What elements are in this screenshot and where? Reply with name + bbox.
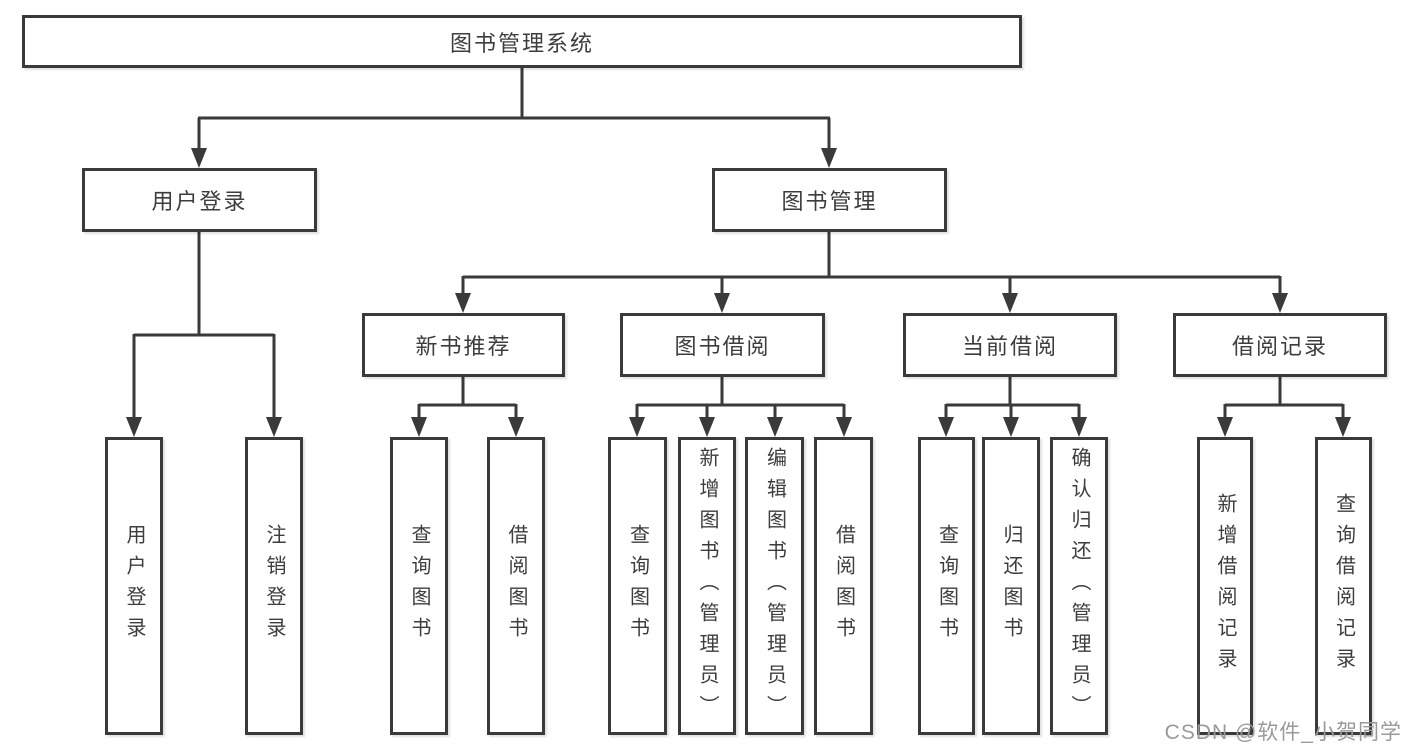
leaf-edit-books-admin: 编辑图书（管理员） <box>745 437 804 735</box>
leaf-add-books-admin: 新增图书（管理员） <box>678 437 736 735</box>
leaf-logout-label: 注销登录 <box>263 524 285 648</box>
node-root: 图书管理系统 <box>22 15 1022 68</box>
leaf-recommend-borrow-books-label: 借阅图书 <box>505 524 527 648</box>
leaf-return-books: 归还图书 <box>982 437 1040 735</box>
node-borrow-records-label: 借阅记录 <box>1231 334 1328 359</box>
leaf-current-query-books-label: 查询图书 <box>935 524 958 648</box>
node-book-borrow-label: 图书借阅 <box>674 334 771 359</box>
leaf-borrow-query-books-label: 查询图书 <box>626 524 649 648</box>
leaf-recommend-query-books-label: 查询图书 <box>408 524 430 648</box>
leaf-query-borrow-record: 查询借阅记录 <box>1315 437 1372 735</box>
leaf-borrow-books: 借阅图书 <box>814 437 873 735</box>
leaf-add-borrow-record: 新增借阅记录 <box>1197 437 1253 735</box>
node-current-borrow: 当前借阅 <box>903 313 1117 377</box>
leaf-return-books-label: 归还图书 <box>1000 524 1022 648</box>
leaf-logout: 注销登录 <box>245 437 303 735</box>
leaf-borrow-books-label: 借阅图书 <box>832 524 855 648</box>
leaf-current-query-books: 查询图书 <box>918 437 975 735</box>
leaf-recommend-query-books: 查询图书 <box>390 437 448 735</box>
leaf-borrow-query-books: 查询图书 <box>608 437 667 735</box>
leaf-user-login: 用户登录 <box>105 437 163 735</box>
leaf-recommend-borrow-books: 借阅图书 <box>487 437 545 735</box>
leaf-add-borrow-record-label: 新增借阅记录 <box>1214 493 1236 679</box>
node-book-management: 图书管理 <box>712 168 947 232</box>
leaf-user-login-label: 用户登录 <box>123 524 145 648</box>
node-borrow-records: 借阅记录 <box>1173 313 1387 377</box>
node-book-management-label: 图书管理 <box>781 189 878 214</box>
node-new-book-recommend: 新书推荐 <box>362 313 565 377</box>
leaf-edit-books-admin-label: 编辑图书（管理员） <box>763 446 786 726</box>
node-user-login: 用户登录 <box>82 168 317 232</box>
node-user-login-label: 用户登录 <box>151 189 248 214</box>
leaf-add-books-admin-label: 新增图书（管理员） <box>696 446 718 726</box>
leaf-confirm-return-admin-label: 确认归还（管理员） <box>1068 446 1090 726</box>
leaf-query-borrow-record-label: 查询借阅记录 <box>1332 493 1355 679</box>
node-book-borrow: 图书借阅 <box>620 313 825 377</box>
arrowheads <box>126 148 1351 437</box>
leaf-confirm-return-admin: 确认归还（管理员） <box>1050 437 1108 735</box>
node-current-borrow-label: 当前借阅 <box>961 334 1058 359</box>
csdn-watermark: CSDN @软件_小贺同学 <box>1164 721 1402 744</box>
node-root-label: 图书管理系统 <box>449 30 594 56</box>
node-new-book-recommend-label: 新书推荐 <box>415 334 512 359</box>
